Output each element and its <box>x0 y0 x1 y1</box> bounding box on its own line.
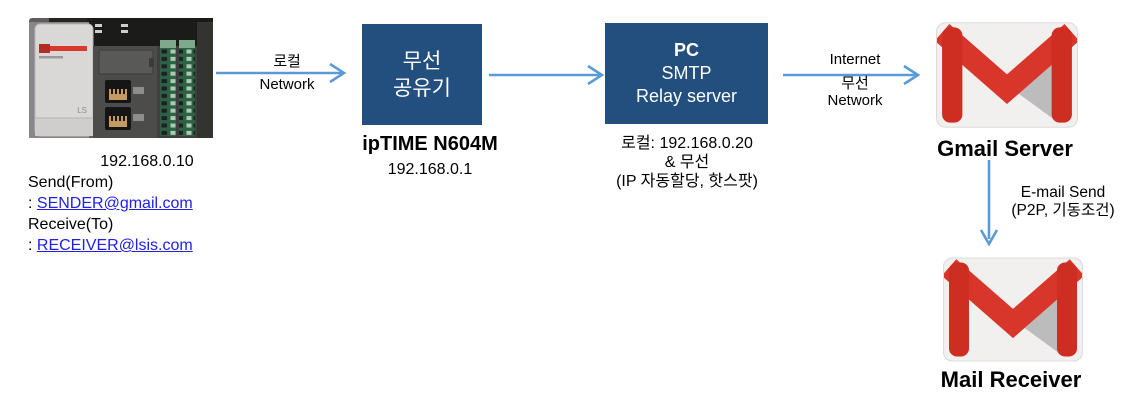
plc-receive-label: Receive(To) <box>28 216 114 233</box>
router-label-line1: 무선 <box>402 49 442 73</box>
arrow-router-to-pc <box>489 64 605 86</box>
plc-caption: 192.168.0.10 Send(From) : SENDER@gmail.c… <box>28 151 266 256</box>
pc-subtitle-line2: Relay server <box>635 86 738 106</box>
router-ip-address: 192.168.0.1 <box>387 161 473 178</box>
pc-title: PC <box>673 40 699 60</box>
router-model: ipTIME N604M <box>362 133 498 155</box>
arrow-plc-to-router <box>216 62 347 84</box>
gmail-icon <box>943 257 1083 362</box>
gmail-server-label: Gmail Server <box>937 136 1073 161</box>
plc-receive-line: : RECEIVER@lsis.com <box>28 235 266 256</box>
plc-send-line: : SENDER@gmail.com <box>28 193 266 214</box>
router-node: 무선 공유기 <box>362 24 482 125</box>
colon-prefix: : <box>28 195 37 212</box>
arrow4-caption: E-mail Send (P2P, 기동조건) <box>1000 184 1126 220</box>
pc-caption-line1: 로컬: 192.168.0.20 <box>621 135 753 152</box>
plc-ip-address: 192.168.0.10 <box>100 153 194 170</box>
plc-device-image: LS <box>29 18 213 138</box>
pc-smtp-node: PC SMTP Relay server <box>605 23 768 124</box>
sender-email-link[interactable]: SENDER@gmail.com <box>36 195 193 212</box>
receiver-email-link[interactable]: RECEIVER@lsis.com <box>36 237 193 254</box>
arrow4-label-line2: (P2P, 기동조건) <box>1011 202 1115 219</box>
colon-prefix: : <box>28 237 37 254</box>
arrow4-label-line1: E-mail Send <box>1020 184 1106 201</box>
plc-send-label: Send(From) <box>28 174 114 191</box>
pc-caption-line3: (IP 자동할당, 핫스팟) <box>616 173 758 190</box>
pc-caption: 로컬: 192.168.0.20 & 무선 (IP 자동할당, 핫스팟) <box>587 134 787 191</box>
arrow-pc-to-gmail <box>783 64 921 86</box>
mail-receiver-label: Mail Receiver <box>940 367 1082 392</box>
svg-text:LS: LS <box>77 106 87 115</box>
router-label-line2: 공유기 <box>393 76 451 100</box>
arrow1-label-bottom: Network <box>259 76 315 93</box>
gmail-icon <box>936 22 1078 128</box>
arrow3-label-bottom: Network <box>827 92 883 109</box>
pc-caption-line2: & 무선 <box>664 154 710 171</box>
arrow3-label-top: Internet <box>829 51 881 68</box>
pc-subtitle-line1: SMTP <box>661 63 712 83</box>
arrow1-label-top: 로컬 <box>273 53 301 70</box>
arrow3-label-middle: 무선 <box>841 75 869 92</box>
arrow-gmail-to-receiver <box>979 160 999 247</box>
